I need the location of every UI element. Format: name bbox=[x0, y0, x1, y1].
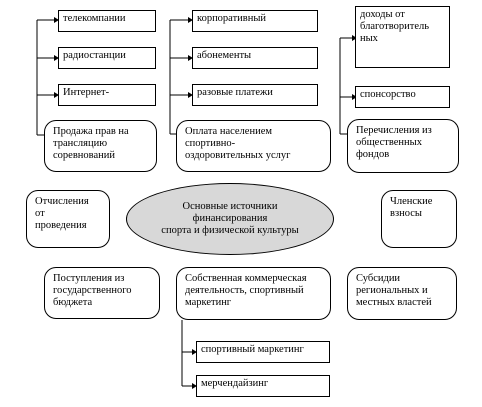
payment-item-single: разовые платежи bbox=[192, 84, 318, 106]
public-funds-label: Перечисления из общественных фондов bbox=[356, 125, 432, 160]
payment-item-subscriptions: абонементы bbox=[192, 47, 318, 69]
central-title: Основные источники финансирования спорта… bbox=[161, 201, 299, 236]
media-item-label: Интернет- bbox=[63, 87, 110, 98]
arrow-commercial-1 bbox=[192, 349, 197, 355]
arrow-payment-1 bbox=[188, 17, 193, 23]
funds-item-charity: доходы от благотворитель ных bbox=[355, 6, 450, 68]
payment-item-label: разовые платежи bbox=[197, 87, 273, 98]
media-item-internet: Интернет- bbox=[58, 84, 156, 106]
event-deductions-box: Отчисления от проведения bbox=[26, 190, 110, 248]
state-budget-box: Поступления из государственного бюджета bbox=[44, 267, 160, 319]
funds-item-label: спонсорство bbox=[360, 89, 416, 100]
commercial-item-merchandising: мерчендайзинг bbox=[196, 375, 330, 397]
funds-item-label: доходы от благотворитель ных bbox=[360, 9, 430, 44]
commercial-item-label: спортивный маркетинг bbox=[201, 344, 304, 355]
commercial-label: Собственная коммерческая деятельность, с… bbox=[185, 273, 307, 308]
commercial-box: Собственная коммерческая деятельность, с… bbox=[176, 267, 331, 320]
commercial-item-label: мерчендайзинг bbox=[201, 378, 269, 389]
arrow-commercial-2 bbox=[192, 383, 197, 389]
population-payment-box: Оплата населением спортивно- оздоровител… bbox=[176, 120, 331, 172]
membership-fees-box: Членские взносы bbox=[381, 190, 457, 248]
event-deductions-label: Отчисления от проведения bbox=[35, 196, 89, 231]
arrow-funds-1 bbox=[352, 35, 357, 41]
media-rights-box: Продажа прав на трансляцию соревнований bbox=[44, 120, 157, 172]
central-ellipse: Основные источники финансирования спорта… bbox=[126, 183, 334, 255]
arrow-media-2 bbox=[54, 55, 59, 61]
payment-item-label: абонементы bbox=[197, 50, 252, 61]
media-item-label: телекомпании bbox=[63, 13, 126, 24]
arrow-payment-3 bbox=[188, 92, 193, 98]
subsidies-box: Субсидии региональных и местных властей bbox=[347, 267, 457, 320]
funds-item-sponsorship: спонсорство bbox=[355, 86, 450, 108]
media-item-radio: радиостанции bbox=[58, 47, 156, 69]
arrow-media-1 bbox=[54, 17, 59, 23]
subsidies-label: Субсидии региональных и местных властей bbox=[356, 273, 432, 308]
media-item-label: радиостанции bbox=[63, 50, 126, 61]
membership-fees-label: Членские взносы bbox=[390, 196, 433, 219]
payment-item-corporate: корпоративный bbox=[192, 10, 318, 32]
commercial-item-marketing: спортивный маркетинг bbox=[196, 341, 330, 363]
population-payment-label: Оплата населением спортивно- оздоровител… bbox=[185, 126, 291, 161]
payment-item-label: корпоративный bbox=[197, 13, 267, 24]
arrow-media-3 bbox=[54, 92, 59, 98]
media-item-tv: телекомпании bbox=[58, 10, 156, 32]
public-funds-box: Перечисления из общественных фондов bbox=[347, 119, 459, 173]
state-budget-label: Поступления из государственного бюджета bbox=[53, 273, 132, 308]
arrow-payment-2 bbox=[188, 55, 193, 61]
media-rights-label: Продажа прав на трансляцию соревнований bbox=[53, 126, 129, 161]
arrow-funds-2 bbox=[352, 94, 357, 100]
